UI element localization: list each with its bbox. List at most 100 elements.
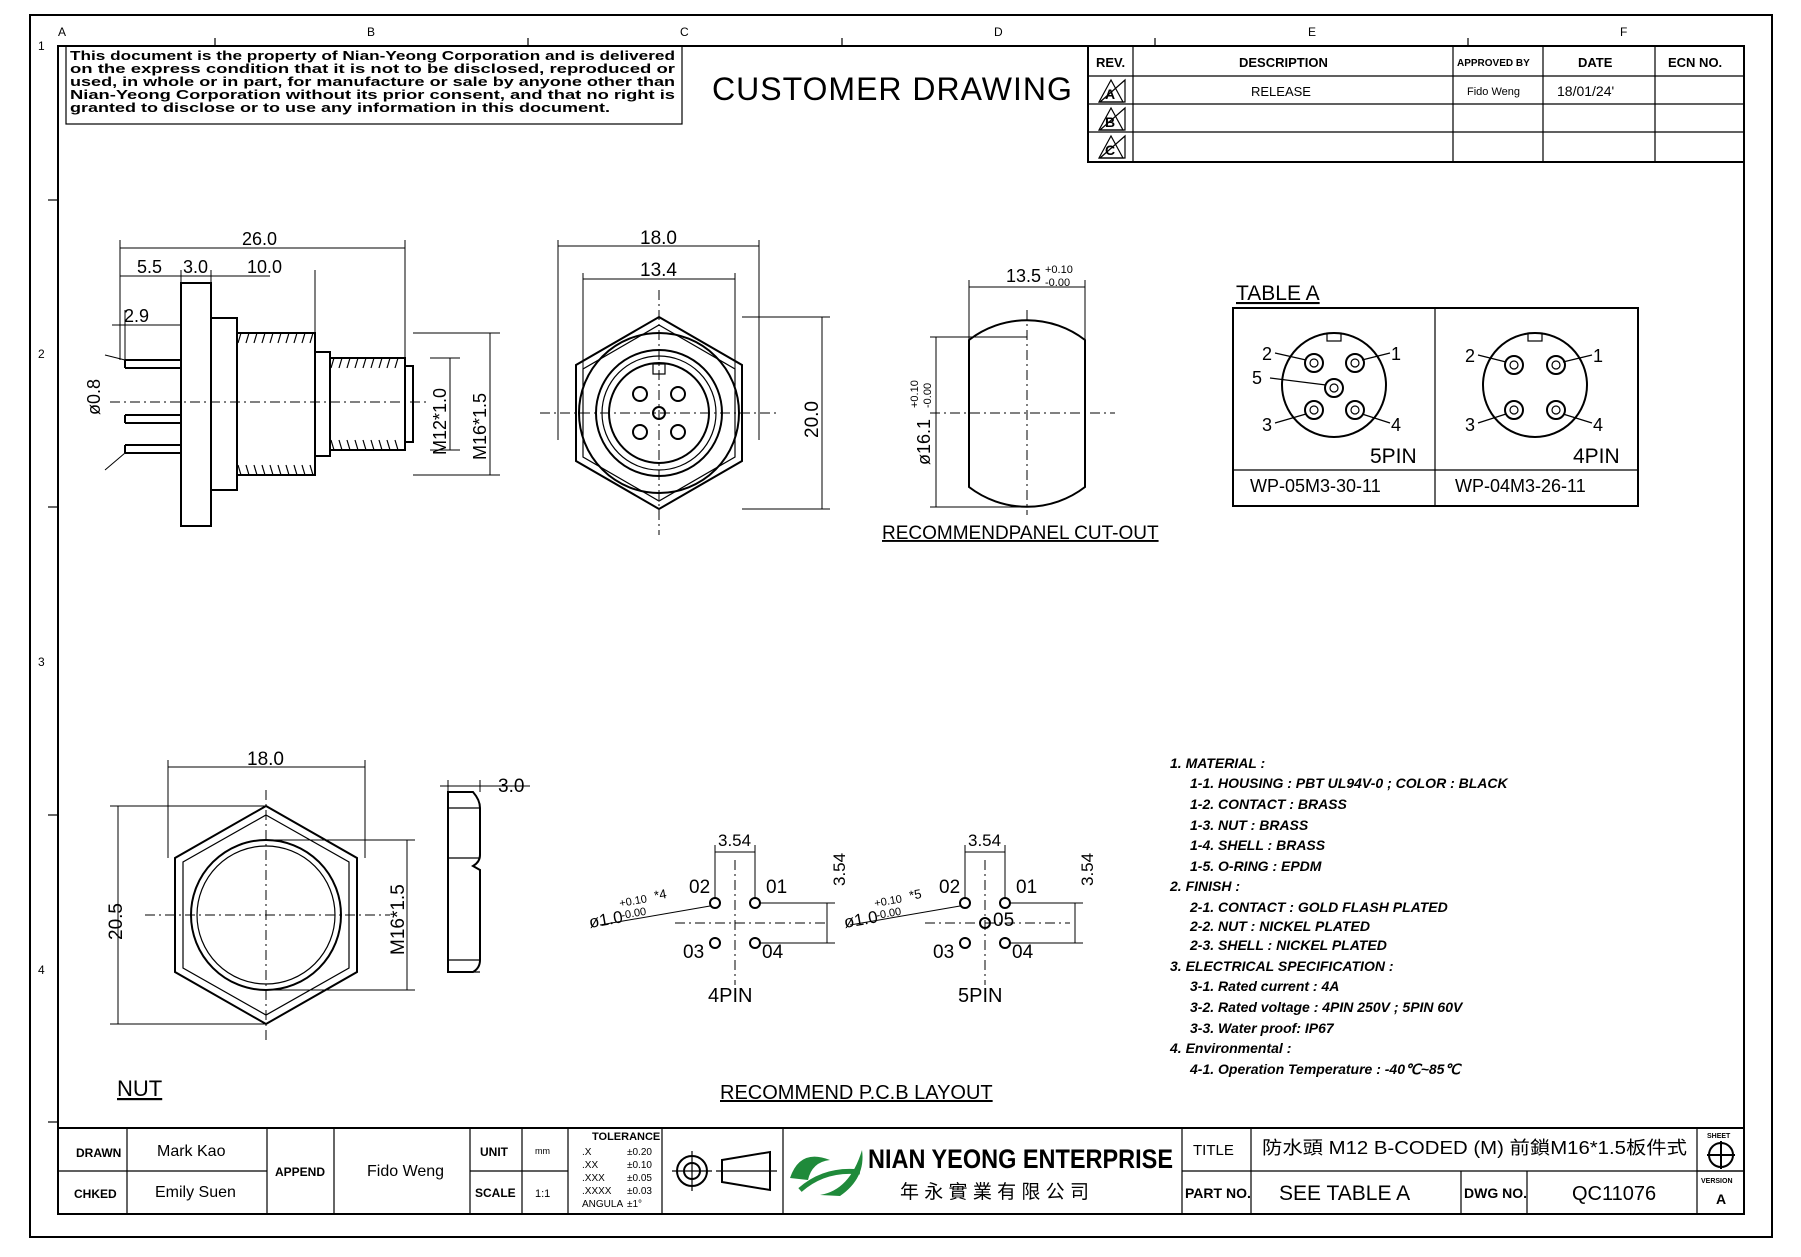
dwg-no-value: QC11076 (1572, 1183, 1656, 1205)
panel-cutout (930, 310, 1115, 515)
front-dimension-lines (557, 240, 830, 510)
approved-header: APPROVED BY (1457, 58, 1530, 69)
pcb5-hole-count: *5 (908, 886, 923, 903)
pin4-caption: 4PIN (1573, 445, 1620, 468)
pin4-part-number: WP-04M3-26-11 (1455, 476, 1586, 496)
note-line: 4-1. Operation Temperature : -40℃~85℃ (1189, 1061, 1462, 1077)
drawn-label: DRAWN (76, 1146, 121, 1160)
pcb4-hole-dia: ø1.0 (587, 907, 624, 932)
dim-side-flange: 3.0 (183, 257, 208, 277)
dim-side-thread: 10.0 (247, 257, 282, 277)
description-header: DESCRIPTION (1239, 55, 1328, 70)
table-a-frame (1232, 307, 1639, 507)
projection-symbol-icon (672, 1150, 777, 1192)
zone-ticks (48, 38, 1469, 1123)
dim-front-inner: 13.4 (640, 260, 677, 281)
nut-dimension-lines (110, 760, 530, 1025)
pin4-label-4: 4 (1593, 415, 1603, 435)
zone-letter-f: F (1620, 25, 1627, 39)
cutout-caption: RECOMMENDPANEL CUT-OUT (882, 523, 1159, 544)
pcb4-pin-04: 04 (762, 942, 784, 963)
notes-block: 1. MATERIAL : 1-1. HOUSING : PBT UL94V-0… (1169, 755, 1509, 1077)
notice-line: on the express condition that it is not … (70, 62, 675, 76)
part-no-value: SEE TABLE A (1279, 1182, 1410, 1205)
drawn-by: Mark Kao (157, 1143, 226, 1160)
tolerance-val: ±0.05 (627, 1173, 652, 1184)
note-line: 3-3. Water proof: IP67 (1190, 1020, 1335, 1036)
pin4-label-3: 3 (1465, 415, 1475, 435)
checked-label: CHKED (74, 1187, 117, 1201)
pin-face-4pin (1477, 332, 1593, 438)
svg-text:B: B (1105, 114, 1115, 130)
sheet-symbol-icon (1707, 1141, 1735, 1169)
pcb4-hole-tol-plus: +0.10 (618, 893, 648, 910)
note-line: 1-2. CONTACT : BRASS (1190, 796, 1348, 812)
rev-triangle-a: A (1097, 78, 1126, 103)
dim-side-pin-dia: ø0.8 (84, 379, 104, 415)
dim-cutout-width-tol-plus: +0.10 (1045, 264, 1073, 276)
zone-letter-b: B (367, 25, 375, 39)
pin4-label-2: 2 (1465, 346, 1475, 366)
note-line: 4. Environmental : (1169, 1040, 1291, 1056)
dim-nut-thickness: 3.0 (498, 776, 524, 797)
notice-line: used, in whole or in part, for manufactu… (70, 75, 675, 89)
zone-number-4: 4 (38, 963, 45, 977)
pcb5-hole-tol-minus: -0.00 (875, 906, 902, 922)
zone-number-3: 3 (38, 655, 45, 669)
bottom-title-block (57, 1127, 1745, 1215)
notice-line: Nian-Yeong Corporation without its prior… (70, 88, 675, 102)
note-line: 1-5. O-RING : EPDM (1190, 858, 1322, 874)
note-line: 2-1. CONTACT : GOLD FLASH PLATED (1189, 899, 1448, 915)
side-view (110, 282, 430, 527)
pin5-label-3: 3 (1262, 415, 1272, 435)
dim-front-width: 18.0 (640, 228, 677, 249)
front-view (540, 290, 780, 535)
note-line: 1-1. HOUSING : PBT UL94V-0 ; COLOR : BLA… (1190, 775, 1509, 791)
pin5-label-2: 2 (1262, 344, 1272, 364)
dim-cutout-width: 13.5 (1006, 266, 1041, 286)
dwg-no-label: DWG NO. (1464, 1185, 1527, 1201)
drawing-title: 防水頭 M12 B-CODED (M) 前鎖M16*1.5板件式 (1262, 1138, 1687, 1158)
cutout-dimension-lines (930, 280, 1086, 508)
tolerance-key: .X (582, 1147, 592, 1158)
tolerance-title: TOLERANCE (592, 1131, 660, 1143)
note-line: 2. FINISH : (1169, 878, 1240, 894)
company-logo-icon (790, 1150, 863, 1196)
tolerance-key: .XXXX (582, 1186, 612, 1197)
pcb4-pin-02: 02 (689, 877, 710, 898)
version-label: VERSION (1701, 1178, 1733, 1185)
nut-side (447, 791, 481, 973)
note-line: 1-4. SHELL : BRASS (1190, 837, 1326, 853)
pcb5-hole-tol-plus: +0.10 (873, 893, 903, 910)
dim-nut-thread: M16*1.5 (388, 884, 409, 955)
inner-border (57, 45, 1745, 1215)
unit-label: UNIT (480, 1145, 509, 1159)
pin5-part-number: WP-05M3-30-11 (1250, 476, 1381, 496)
pcb4-pitch-h: 3.54 (718, 831, 751, 850)
pcb5-pitch-h: 3.54 (968, 831, 1001, 850)
notice-line: This document is the property of Nian-Ye… (70, 49, 675, 63)
unit-value: mm (535, 1146, 550, 1156)
pcb5-caption: 5PIN (958, 985, 1002, 1007)
append-by: Fido Weng (367, 1163, 444, 1180)
pcb-5pin (849, 845, 1083, 985)
sheet-label: SHEET (1707, 1133, 1731, 1140)
ecn-header: ECN NO. (1668, 55, 1722, 70)
rev-a-date: 18/01/24' (1557, 83, 1614, 99)
zone-number-1: 1 (38, 39, 45, 53)
pcb5-pin-03: 03 (933, 942, 954, 963)
dim-cutout-height: ø16.1 (914, 419, 934, 465)
dim-front-height: 20.0 (802, 401, 823, 438)
title-label: TITLE (1193, 1142, 1234, 1159)
pcb5-pin-01: 01 (1016, 877, 1037, 898)
tolerance-key: .XX (582, 1160, 598, 1171)
tolerance-key: .XXX (582, 1173, 605, 1184)
side-dimension-lines (104, 240, 500, 476)
notice-line: granted to disclose or to use any inform… (70, 101, 610, 115)
dim-nut-width: 18.0 (247, 749, 284, 770)
dim-side-m12: M12*1.0 (430, 388, 450, 455)
pin5-label-5: 5 (1252, 368, 1262, 388)
pcb5-pitch-v: 3.54 (1078, 853, 1097, 886)
rev-triangle-b: B (1097, 106, 1126, 131)
